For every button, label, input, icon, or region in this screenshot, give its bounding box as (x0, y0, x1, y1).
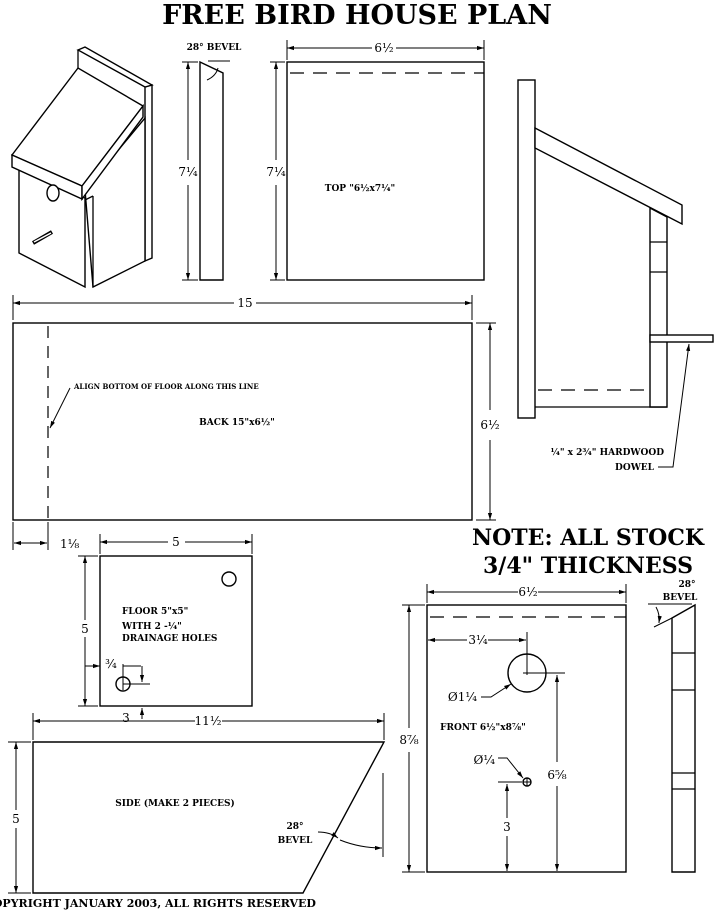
dowel-label-2: DOWEL (615, 463, 655, 473)
side-label: SIDE (MAKE 2 PIECES) (115, 798, 235, 809)
side-width: 11½ (195, 714, 222, 728)
top-width: 6½ (374, 41, 393, 55)
front-bevel-word: BEVEL (663, 593, 698, 603)
dowel-label-1: ¼" x 2¾" HARDWOOD (550, 447, 664, 458)
align-note: ALIGN BOTTOM OF FLOOR ALONG THIS LINE (73, 382, 259, 391)
entrance-hole (46, 184, 60, 202)
back-label: BACK 15"x6½" (199, 417, 275, 428)
perch-height: 3 (503, 820, 511, 834)
side-height: 5 (12, 812, 20, 826)
floor-height: 5 (81, 622, 89, 636)
roof-bevel-label: 28° BEVEL (187, 43, 242, 53)
roof-bevel-piece: 7¼ 28° BEVEL (178, 43, 242, 281)
front-height: 8⅞ (399, 733, 419, 747)
copyright: COPYRIGHT JANUARY 2003, ALL RIGHTS RESER… (0, 897, 316, 910)
floor-label-1: FLOOR 5"x5" (122, 607, 188, 617)
top-panel: 6½ 7¼ TOP "6½x7¼" (266, 40, 485, 281)
perch-diameter: Ø¼ (474, 753, 496, 767)
front-side-profile: 28° BEVEL (648, 580, 698, 873)
front-width: 6½ (518, 585, 537, 599)
side-panel: 11½ 5 SIDE (MAKE 2 PIECES) 28° BEVEL (8, 713, 386, 894)
back-height: 6½ (480, 418, 499, 432)
side-bevel-deg: 28° (286, 822, 303, 832)
front-label: FRONT 6½"x8⅞" (440, 722, 526, 733)
back-offset: 1⅛ (60, 537, 80, 551)
note-line-2: 3/4" THICKNESS (483, 553, 693, 579)
page-title: FREE BIRD HOUSE PLAN (162, 0, 552, 31)
front-panel: 6½ 8⅞ 3¼ Ø1¼ FRONT 6½"x8⅞" Ø¼ 3 6⅝ (399, 584, 627, 873)
side-bevel-word: BEVEL (278, 836, 313, 846)
perch-dowel (649, 334, 714, 343)
top-label: TOP "6½x7¼" (325, 183, 395, 194)
side-assembly-view: ¼" x 2¾" HARDWOOD DOWEL (517, 79, 714, 473)
roof-bevel-height: 7¼ (178, 165, 198, 179)
floor-panel: 5 5 FLOOR 5"x5" WITH 2 -¼" DRAINAGE HOLE… (78, 534, 253, 725)
isometric-birdhouse (10, 46, 154, 289)
hole-from-edge: 3 (122, 711, 130, 725)
top-height: 7¼ (266, 165, 286, 179)
note-line-1: NOTE: ALL STOCK (472, 525, 705, 551)
hole-diameter: Ø1¼ (448, 690, 477, 704)
floor-label-3: DRAINAGE HOLES (122, 634, 217, 644)
hole-height: 6⅝ (547, 768, 567, 782)
back-width: 15 (237, 296, 252, 310)
hole-offset: ¾ (105, 657, 117, 671)
floor-width: 5 (172, 535, 180, 549)
hole-x-offset: 3¼ (468, 633, 488, 647)
floor-label-2: WITH 2 -¼" (121, 621, 182, 632)
front-bevel-deg: 28° (678, 580, 695, 590)
drainage-hole (221, 571, 237, 587)
back-panel: 15 6½ BACK 15"x6½" ALIGN BOTTOM OF FLOOR… (12, 295, 500, 551)
